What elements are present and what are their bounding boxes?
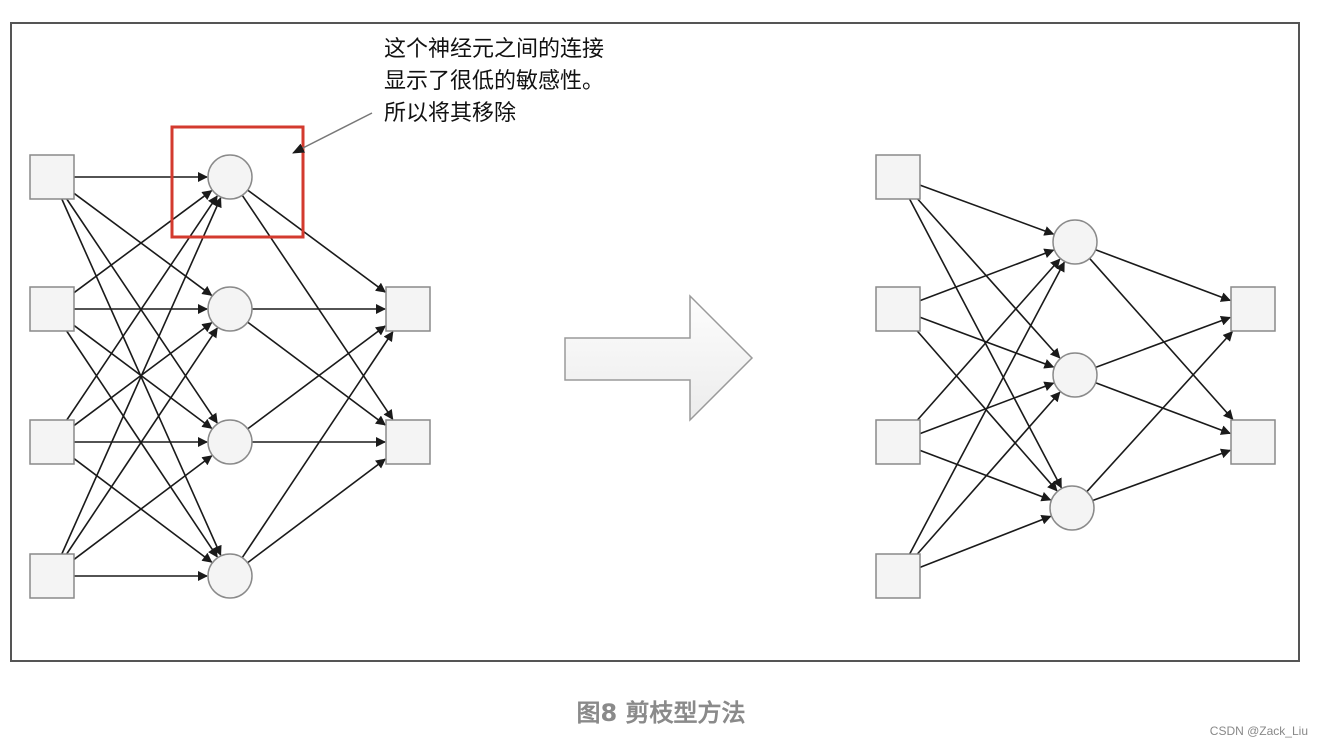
input-hidden-connection — [919, 449, 1052, 502]
annotation-line-3: 所以将其移除 — [384, 101, 517, 126]
input-hidden-connection — [916, 330, 1058, 492]
input-hidden-connection — [66, 195, 218, 421]
input-hidden-connection — [908, 261, 1065, 555]
output-node — [1230, 286, 1276, 332]
output-node — [1230, 419, 1276, 465]
input-hidden-connection — [73, 455, 213, 561]
output-node — [385, 286, 431, 332]
hidden-output-connection — [1092, 448, 1232, 502]
output-node — [385, 419, 431, 465]
input-hidden-connection — [919, 514, 1052, 569]
hidden-neuron — [207, 419, 253, 465]
transform-arrow — [564, 294, 754, 422]
watermark: CSDN @Zack_Liu — [1209, 724, 1308, 738]
figure-caption: 图8 剪枝型方法 — [576, 699, 746, 727]
hidden-neuron — [207, 154, 253, 200]
hidden-output-connection — [247, 321, 386, 426]
input-hidden-connection — [66, 198, 218, 424]
input-hidden-connection — [66, 330, 218, 558]
hidden-neuron — [1052, 219, 1098, 265]
hidden-output-connection — [241, 331, 394, 559]
hidden-output-connection — [1095, 249, 1231, 302]
pruned-neuron-highlight — [170, 125, 305, 239]
input-node — [29, 419, 75, 465]
hidden-neuron — [1052, 352, 1098, 398]
input-node — [29, 286, 75, 332]
hidden-output-connection — [1089, 257, 1234, 420]
hidden-output-connection — [1095, 315, 1231, 369]
input-hidden-connection — [73, 324, 213, 429]
input-node — [29, 553, 75, 599]
hidden-neuron — [207, 286, 253, 332]
hidden-output-connection — [247, 458, 387, 564]
right-network-connections — [908, 184, 1234, 569]
input-hidden-connection — [73, 192, 213, 296]
annotation-line-1: 这个神经元之间的连接 — [384, 37, 605, 62]
hidden-output-connection — [1086, 331, 1233, 493]
input-hidden-connection — [73, 457, 213, 563]
input-hidden-connection — [916, 391, 1061, 555]
hidden-output-connection — [241, 194, 394, 421]
annotation-text: 这个神经元之间的连接 显示了很低的敏感性。 所以将其移除 — [384, 34, 604, 130]
input-node — [875, 154, 921, 200]
network-nodes — [29, 154, 1276, 599]
input-node — [875, 419, 921, 465]
hidden-neuron — [207, 553, 253, 599]
input-node — [875, 553, 921, 599]
input-node — [875, 286, 921, 332]
input-hidden-connection — [73, 190, 213, 294]
input-hidden-connection — [66, 327, 218, 555]
input-hidden-connection — [919, 184, 1055, 236]
input-node — [29, 154, 75, 200]
hidden-output-connection — [247, 325, 386, 430]
annotation-line-2: 显示了很低的敏感性。 — [384, 69, 605, 94]
hidden-neuron — [1049, 485, 1095, 531]
hidden-output-connection — [247, 189, 387, 293]
input-hidden-connection — [917, 198, 1061, 359]
left-network-connections — [61, 172, 394, 581]
input-hidden-connection — [916, 258, 1061, 421]
callout-pointer — [292, 112, 373, 154]
input-hidden-connection — [919, 248, 1055, 302]
input-hidden-connection — [61, 197, 222, 555]
